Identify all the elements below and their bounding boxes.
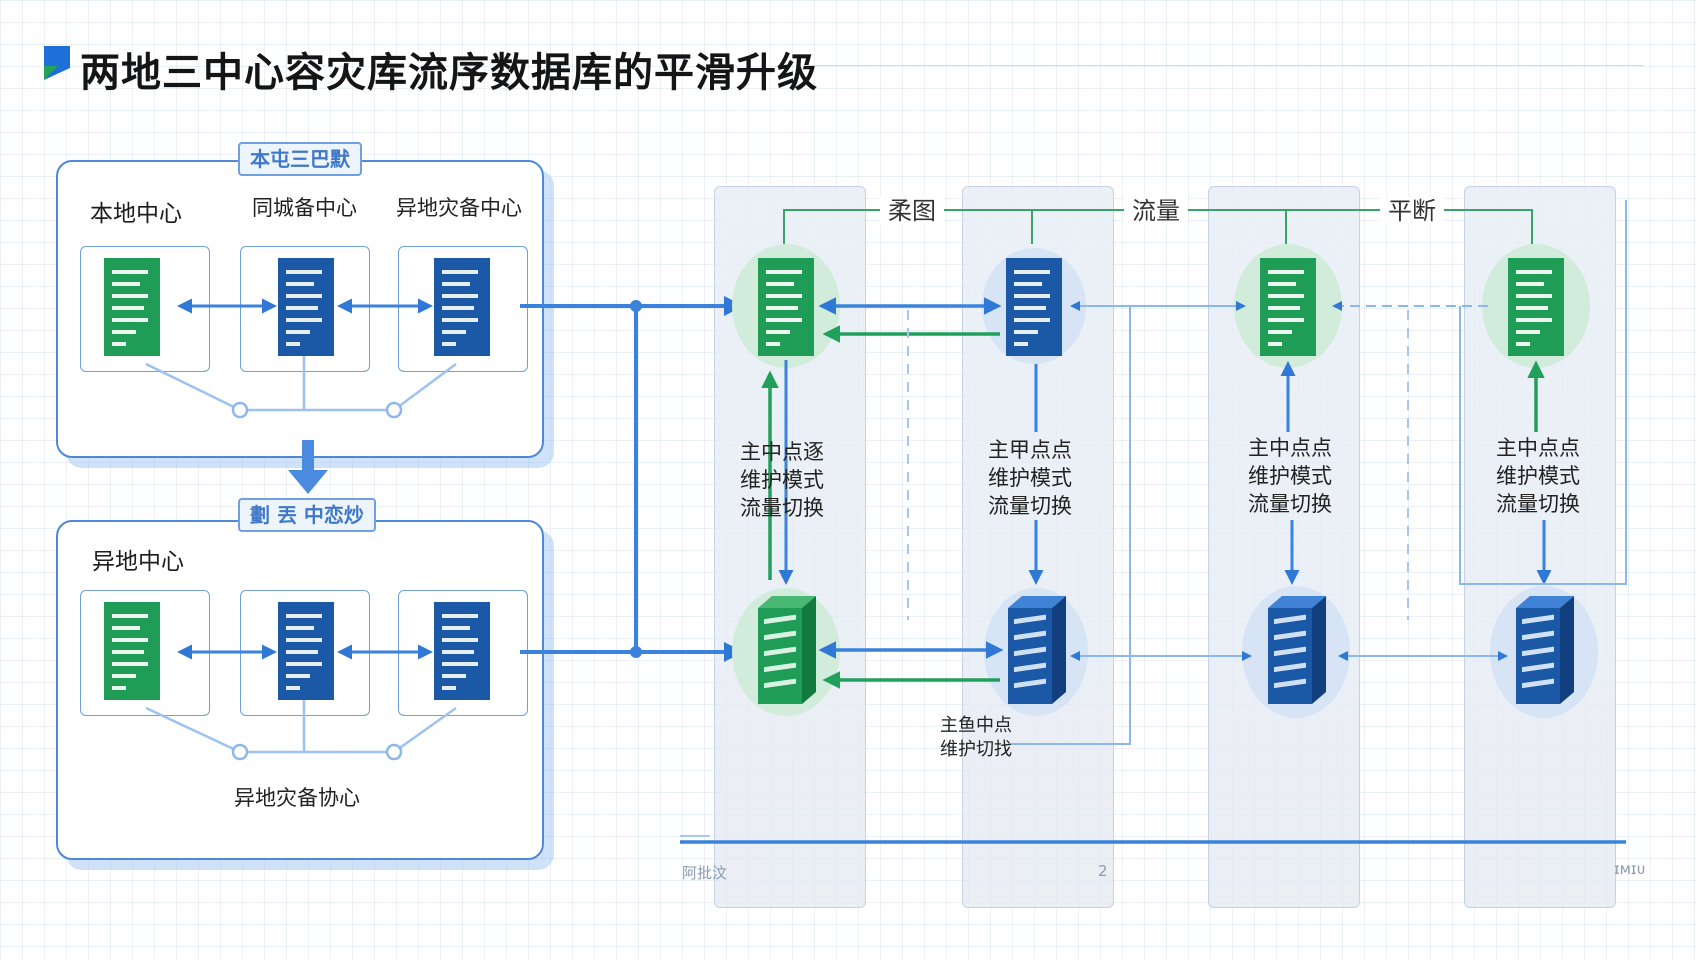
server-icon: [104, 258, 160, 356]
axis-label-start: 阿批汶: [682, 864, 728, 882]
page-title: 两地三中心容灾库流序数据库的平滑升级: [80, 50, 818, 96]
title-flag-icon: [44, 46, 70, 80]
title-bar: 两地三中心容灾库流序数据库的平滑升级: [44, 40, 1644, 96]
bottom-panel-tag: 劃 丟 中恋炒: [238, 498, 376, 532]
arrow-down-icon: [288, 440, 328, 494]
top-panel-tag: 本屯三巴默: [238, 142, 362, 176]
server-icon: [434, 602, 490, 700]
title-rule: [804, 65, 1644, 66]
stage-head-3: 平断: [1380, 197, 1444, 225]
server-icon: [434, 258, 490, 356]
server-icon: [1508, 258, 1564, 356]
stage-2-bottom-note: 主鱼中点 维护切找: [940, 715, 1012, 760]
server-icon: [278, 258, 334, 356]
local-center-label: 本地中心: [90, 201, 182, 227]
stage-head-2: 流量: [1124, 197, 1188, 225]
remote-dr-center-label: 异地灾备中心: [396, 196, 522, 220]
server-tower-icon: [1008, 596, 1066, 704]
same-city-center-label: 同城备中心: [252, 196, 357, 220]
stage-text-3: 主中点点 维护模式 流量切换: [1248, 436, 1332, 516]
server-tower-icon: [758, 596, 816, 704]
stage-head-1: 柔图: [880, 197, 944, 225]
remote-center-label: 异地中心: [92, 549, 184, 575]
server-icon: [1006, 258, 1062, 356]
server-icon: [278, 602, 334, 700]
server-tower-icon: [1516, 596, 1574, 704]
axis-label-end: ɪᴍɪᴜ: [1614, 860, 1646, 878]
server-icon: [758, 258, 814, 356]
stage-text-2: 主甲点点 维护模式 流量切换: [988, 438, 1072, 518]
server-tower-icon: [1268, 596, 1326, 704]
remote-dr-bottom-label: 异地灾备协心: [234, 786, 360, 810]
stage-text-4: 主中点点 维护模式 流量切换: [1496, 436, 1580, 516]
stage-text-1: 主中点逐 维护模式 流量切换: [740, 440, 824, 520]
server-icon: [1260, 258, 1316, 356]
axis-label-mid: 2: [1098, 862, 1108, 880]
server-icon: [104, 602, 160, 700]
